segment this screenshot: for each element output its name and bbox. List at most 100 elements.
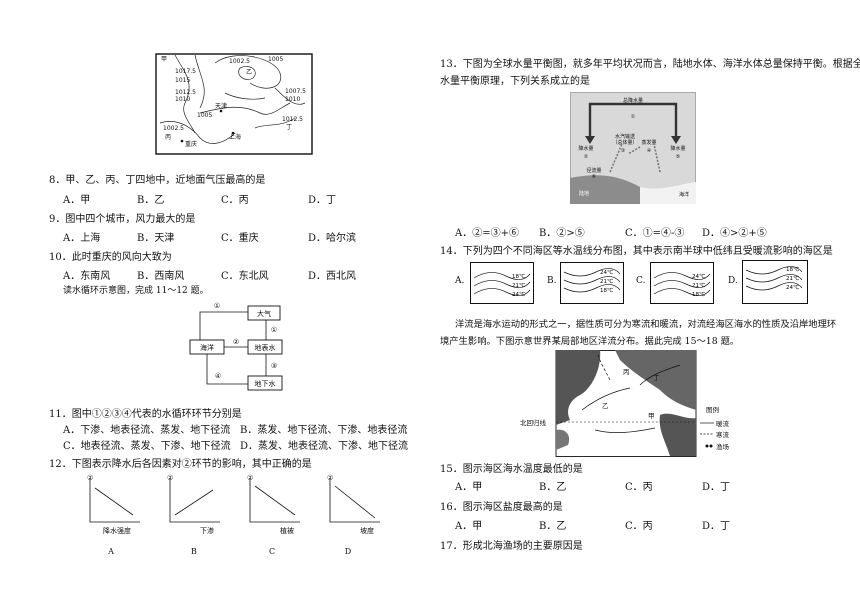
q8-option-a[interactable]: A．甲 [63, 195, 91, 206]
q11-option-b[interactable]: B．蒸发、地下径流、下渗、地表径流 [240, 425, 408, 436]
graph-c-x: 植被 [280, 526, 294, 535]
cycle-surface: 地表水 [255, 343, 276, 352]
q13-option-a[interactable]: A．②=③+⑥ [455, 228, 519, 239]
q10-option-d[interactable]: D．西北风 [308, 271, 357, 282]
map-label: 1010 [285, 96, 300, 103]
panel-b-t1: 24℃ [600, 269, 613, 276]
balance-runoff: 径流量 [586, 167, 601, 174]
panel-d-t3: 24℃ [786, 284, 799, 291]
panel-c-letter[interactable]: C. [636, 276, 646, 286]
question-15: 15．图示海区海水温度最低的是 [440, 464, 583, 475]
balance-transport: 水汽输送 [615, 133, 635, 140]
graph-a-x: 降水强度 [103, 526, 131, 535]
balance-n4: ④ [647, 148, 652, 154]
panel-a-letter[interactable]: A. [455, 276, 465, 286]
map-yi: 乙 [602, 402, 609, 410]
map-label: 1015 [175, 77, 190, 84]
water-cycle-diagram: 大气 海洋 地表水 地下水 ① ② ① ③ ④ [189, 302, 283, 391]
cycle-atmosphere: 大气 [257, 309, 271, 318]
graph-d-x: 坡度 [360, 526, 374, 535]
cycle-ground: 地下水 [255, 379, 276, 388]
q10-option-a[interactable]: A．东南风 [63, 271, 111, 282]
graph-c-caption: C [269, 547, 275, 556]
graph-c-y: ② [247, 474, 253, 482]
q15-option-c[interactable]: C．丙 [625, 482, 653, 493]
q15-option-a[interactable]: A．甲 [455, 482, 483, 493]
water-balance-diagram: 总降水量 ① 降水量 ② 水汽输送 （总体量） ③ 蒸发量 ④ 降水量 ⑤ 径流… [570, 92, 696, 204]
q13-option-d[interactable]: D．④>②+⑤ [702, 228, 767, 239]
q16-option-d[interactable]: D．丁 [702, 521, 731, 532]
isobar-map: 甲 1017.5 1015 1012.5 1010 1002.5 乙 1005 … [155, 53, 313, 155]
q8-option-b[interactable]: B．乙 [137, 195, 165, 206]
map-label: 1010 [175, 96, 190, 103]
map-label: 乙 [246, 69, 252, 76]
panel-d: 18℃ 21℃ 24℃ [742, 260, 808, 304]
graph-d-y: ② [327, 474, 333, 482]
q8-option-d[interactable]: D．丁 [308, 195, 337, 206]
cycle-intro: 读水循环示意图，完成 11～12 题。 [63, 286, 209, 296]
q8-option-c[interactable]: C．丙 [221, 195, 249, 206]
q16-option-a[interactable]: A．甲 [455, 521, 483, 532]
q9-option-b[interactable]: B．天津 [137, 233, 175, 244]
map-label: 1007.5 [285, 88, 306, 95]
map-tropic: 北回归线 [520, 418, 547, 427]
map-label: 1005 [268, 56, 283, 63]
graph-a-caption: A [107, 547, 114, 556]
panel-b-letter[interactable]: B. [547, 276, 557, 286]
balance-n2: ② [584, 154, 589, 160]
map-jia: 甲 [648, 412, 655, 420]
cycle-n1b: ① [271, 326, 277, 334]
balance-precip-left: 降水量 [578, 145, 593, 152]
balance-n3: ③ [621, 148, 625, 154]
q11-option-a[interactable]: A．下渗、地表径流、蒸发、地下径流 [63, 425, 231, 436]
map-label: 1002.5 [229, 58, 250, 65]
panel-d-t2: 21℃ [786, 275, 799, 282]
q10-option-c[interactable]: C．东北风 [221, 271, 269, 282]
panel-b-t2: 21℃ [600, 278, 613, 285]
question-16: 16．图示海区盐度最高的是 [440, 502, 563, 513]
q11-option-d[interactable]: D．蒸发、地表径流、下渗、地下径流 [240, 441, 409, 452]
q9-option-a[interactable]: A．上海 [63, 233, 101, 244]
legend-warm: 暖流 [716, 419, 730, 428]
balance-land: 陆地 [579, 190, 589, 197]
question-13-line2: 水量平衡原理，下列关系成立的是 [440, 76, 590, 87]
q14-panels: A. 18℃ 21℃ 24℃ B. 24℃ 21℃ 18℃ C. 24℃ 21℃ 18℃ D… [450, 258, 830, 306]
q9-option-d[interactable]: D．哈尔滨 [308, 233, 357, 244]
panel-c-t3: 18℃ [692, 291, 705, 298]
cycle-n4: ④ [215, 372, 221, 380]
q10-option-b[interactable]: B．西南风 [137, 271, 185, 282]
map-label: 重庆 [185, 140, 197, 148]
q16-option-b[interactable]: B．乙 [539, 521, 567, 532]
question-13-line1: 13．下图为全球水量平衡图，就多年平均状况而言，陆地水体、海洋水体总量保持平衡。… [440, 59, 860, 70]
question-12: 12．下图表示降水后各因素对②环节的影响，其中正确的是 [49, 459, 312, 470]
panel-a-t1: 18℃ [512, 273, 525, 280]
question-14: 14．下列为四个不同海区等水温线分布图，其中表示南半球中低纬且受暖流影响的海区是 [440, 246, 833, 257]
question-17: 17．形成北海渔场的主要原因是 [440, 541, 583, 552]
q15-option-b[interactable]: B．乙 [539, 482, 567, 493]
panel-b-t3: 18℃ [600, 287, 613, 294]
graph-a-y: ② [87, 474, 93, 482]
graph-b-caption: B [191, 547, 197, 556]
question-8: 8．甲、乙、丙、丁四地中，近地面气压最高的是 [49, 175, 266, 186]
q16-option-c[interactable]: C．丙 [625, 521, 653, 532]
balance-n6: ⑥ [592, 174, 597, 180]
q13-option-b[interactable]: B．②>⑤ [539, 228, 585, 239]
q13-option-c[interactable]: C．①=④-③ [625, 228, 685, 239]
legend-fish: 渔场 [716, 442, 730, 451]
q15-option-d[interactable]: D．丁 [702, 482, 731, 493]
map-ding: 丁 [653, 374, 660, 382]
balance-evap: 蒸发量 [641, 139, 656, 146]
q9-option-c[interactable]: C．重庆 [221, 233, 259, 244]
map-label: 甲 [161, 56, 167, 63]
balance-n5: ⑤ [676, 154, 680, 160]
map-label: 1005 [197, 112, 212, 119]
q11-option-c[interactable]: C．地表径流、蒸发、下渗、地下径流 [63, 441, 231, 452]
map-label: 丁 [286, 124, 292, 131]
panel-d-letter[interactable]: D. [728, 276, 738, 286]
map-label: 1012.5 [175, 89, 196, 96]
panel-b: 24℃ 21℃ 18℃ [560, 262, 624, 304]
panel-c-t2: 21℃ [692, 282, 705, 289]
map-label: 1017.5 [175, 68, 196, 75]
panel-d-t1: 18℃ [786, 266, 799, 273]
legend-cold: 寒流 [716, 430, 730, 439]
